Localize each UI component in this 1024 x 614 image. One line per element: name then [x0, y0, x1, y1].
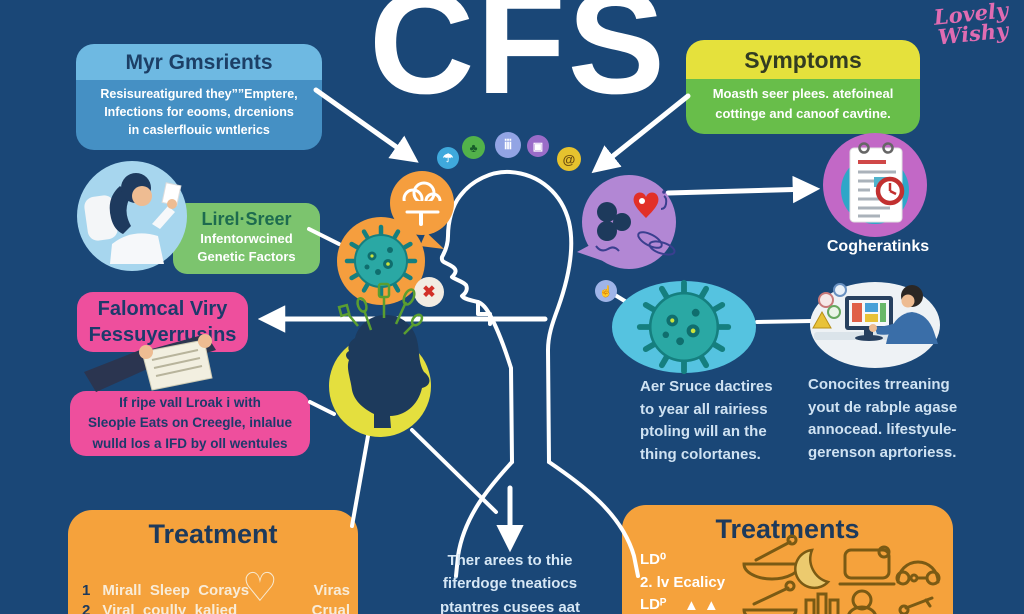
mortar-icon [742, 608, 798, 614]
triangles-icon: ▲▲ [684, 597, 724, 614]
connector-genetic-virus [307, 227, 341, 246]
plant-icon: ♣ [462, 136, 485, 159]
bottom-center-paragraph: Ther arees to thie fiferdoge tneatiocs p… [439, 552, 581, 614]
left-shoulder [454, 460, 514, 578]
thumb-glyph: ☝ [599, 285, 613, 298]
arrow-to-cogheratinks [665, 175, 821, 204]
top-left-box-body: Resisureatigured they””Emptere, Infectio… [76, 80, 322, 151]
treatments-item-2: 2. lv Ecalicy [640, 573, 726, 591]
top-left-info-box: Myr Gmsrients Resisureatigured they””Emp… [76, 44, 322, 151]
row-number: 2 [82, 602, 91, 614]
page-title: CFS [369, 0, 667, 124]
treatments-item-3: LDᴾ [640, 596, 667, 613]
symptoms-box-title: Symptoms [686, 40, 920, 79]
person-icon [851, 589, 873, 611]
row-right-word: Crual [311, 602, 350, 614]
people-icon: ⅲ [495, 132, 521, 158]
cross-badge [414, 277, 444, 307]
virus-teal-icon [612, 281, 756, 373]
genetic-box-body: Infentorwcined Genetic Factors [197, 231, 296, 264]
row-right-word: Viras [313, 582, 350, 599]
heart-icon [633, 192, 659, 218]
connector-virus-person [755, 319, 814, 324]
head-silhouette [439, 169, 640, 578]
checkbox-glyph: ▣ [532, 140, 544, 153]
viral-body-box: If ripe vall Lroak i with Sleople Eats o… [70, 391, 310, 456]
symptoms-box-body: Moasth seer plees. atefoineal cottinge a… [686, 79, 920, 134]
mid-right-paragraph: Conocites trreaning yout de rabple agase… [808, 376, 958, 461]
bars-icon [804, 598, 816, 614]
right-shoulder [547, 460, 640, 578]
treatments-box-right: Treatments LD⁰ 2. lv Ecalicy LDᴾ ▲▲ [622, 505, 953, 614]
treatment-box-title: Treatment [148, 519, 278, 549]
genetic-factors-box: Lirel·Sreer Infentorwcined Genetic Facto… [173, 203, 320, 275]
umbrella-icon: ☂ [437, 147, 459, 169]
connector-yellowcircle-treatment [350, 434, 370, 528]
genetic-box-title: Lirel·Sreer [201, 209, 292, 229]
treatments-items: LD⁰ 2. lv Ecalicy LDᴾ [640, 549, 725, 614]
arrow-topleft-to-head [313, 87, 419, 163]
cross-glyph: ✖ [422, 284, 436, 301]
cogheratinks-label: Cogheratinks [826, 238, 930, 255]
purple-bubble-icon [577, 175, 676, 269]
row-words: Mirall Sleep Corays [102, 582, 250, 599]
swirl-icon: @ [557, 147, 581, 171]
cloud-bubble-icon [390, 171, 454, 249]
treatment-box-left: Treatment 1 Mirall Sleep Corays Viras 2 … [68, 510, 358, 614]
swirl-glyph: @ [562, 151, 576, 167]
row-words: Viral coully kalied [102, 602, 238, 614]
umbrella-glyph: ☂ [442, 151, 454, 165]
treatment-row-1: 1 Mirall Sleep Corays Viras [82, 582, 350, 599]
virus-orange-icon [337, 217, 425, 305]
laptop-icon [843, 548, 891, 580]
row-number: 1 [82, 582, 91, 599]
neck-steps [476, 300, 492, 326]
plant-glyph: ♣ [469, 140, 478, 155]
arrow-symptoms-to-head [591, 93, 691, 174]
woman-illustration [77, 161, 187, 271]
treatment-row-2: 2 Viral coully kalied Crual [82, 602, 350, 614]
top-left-box-title: Myr Gmsrients [76, 44, 322, 80]
symptoms-box: Symptoms Moasth seer plees. atefoineal c… [686, 40, 920, 134]
bowl-icon [742, 562, 802, 581]
people-glyph: ⅲ [503, 137, 513, 152]
hands-notepad-illustration [84, 334, 216, 392]
treatments-item-1: LD⁰ [640, 551, 667, 568]
checkbox-icon: ▣ [527, 135, 549, 157]
mid-left-paragraph: Aer Sruce dactires to year all rairiess … [640, 378, 773, 463]
document-clock-icon [823, 133, 927, 237]
person-computer-icon [810, 282, 940, 368]
treatments-icons [742, 534, 941, 614]
brain-plants-icon [329, 282, 431, 437]
connector-pinkbox-yellowcircle [308, 400, 336, 416]
thumb-icon: ☝ [595, 280, 617, 302]
brand-logo: Lovely Wishy [924, 0, 1020, 50]
keys-icon [904, 596, 934, 610]
heart-outline-icon: ♡ [242, 566, 278, 610]
moon-icon [794, 548, 831, 590]
cross-icon: ✖ [414, 277, 444, 307]
